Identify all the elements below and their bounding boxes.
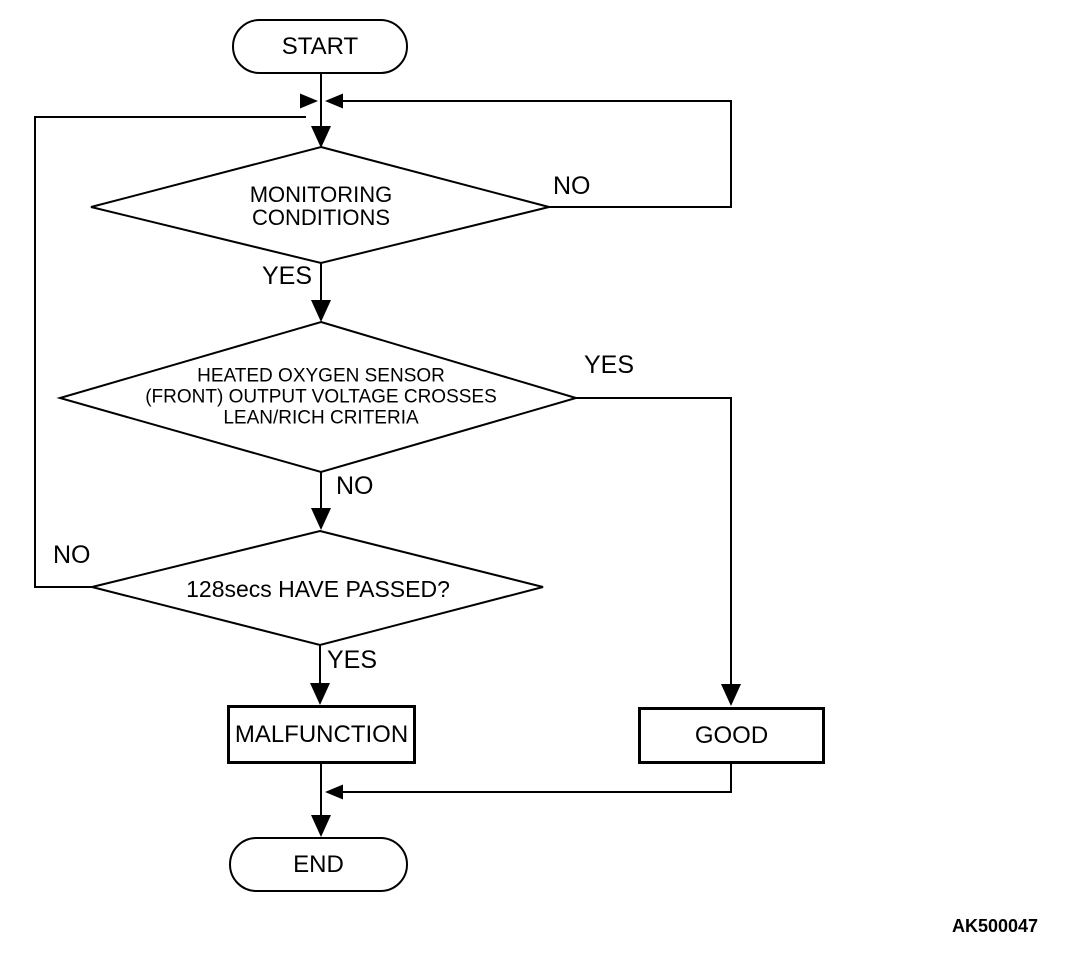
arrowhead-timer-no-loop <box>300 93 318 109</box>
arrowhead-into-malfunction <box>310 683 330 705</box>
edge-sensor-yes-to-good <box>576 397 732 704</box>
branch-label-sensor-no: NO <box>336 472 374 500</box>
sensor-label: HEATED OXYGEN SENSOR (FRONT) OUTPUT VOLT… <box>145 365 497 429</box>
branch-label-monitoring-no: NO <box>553 172 591 200</box>
edge-good-to-merge <box>343 764 732 793</box>
monitoring-decision-shape <box>90 145 550 265</box>
start-terminator: START <box>232 19 408 74</box>
figure-code: AK500047 <box>952 916 1039 936</box>
edge-monitoring-no-loop <box>341 100 732 208</box>
good-label: GOOD <box>694 721 769 749</box>
branch-label-monitoring-yes: YES <box>262 262 313 290</box>
start-label: START <box>281 32 359 60</box>
end-label: END <box>293 850 344 878</box>
arrowhead-monitoring-no-loop <box>325 93 343 109</box>
arrowhead-into-end <box>311 815 331 837</box>
timer-decision-shape <box>91 529 544 647</box>
malfunction-box: MALFUNCTION <box>227 705 416 764</box>
arrowhead-into-sensor <box>311 300 331 322</box>
edge-timer-no-loop <box>34 116 306 588</box>
malfunction-label: MALFUNCTION <box>234 720 409 748</box>
arrowhead-into-good <box>721 684 741 706</box>
end-terminator: END <box>229 837 408 892</box>
arrowhead-into-monitoring <box>311 126 331 148</box>
arrowhead-into-timer <box>311 508 331 530</box>
branch-label-sensor-yes: YES <box>584 351 635 379</box>
timer-label: 128secs HAVE PASSED? <box>186 576 450 602</box>
arrowhead-good-merge <box>325 784 343 800</box>
branch-label-timer-no: NO <box>53 541 91 569</box>
good-box: GOOD <box>638 707 825 764</box>
sensor-decision-shape <box>56 320 580 474</box>
monitoring-label: MONITORING CONDITIONS <box>249 182 393 230</box>
branch-label-timer-yes: YES <box>327 646 378 674</box>
